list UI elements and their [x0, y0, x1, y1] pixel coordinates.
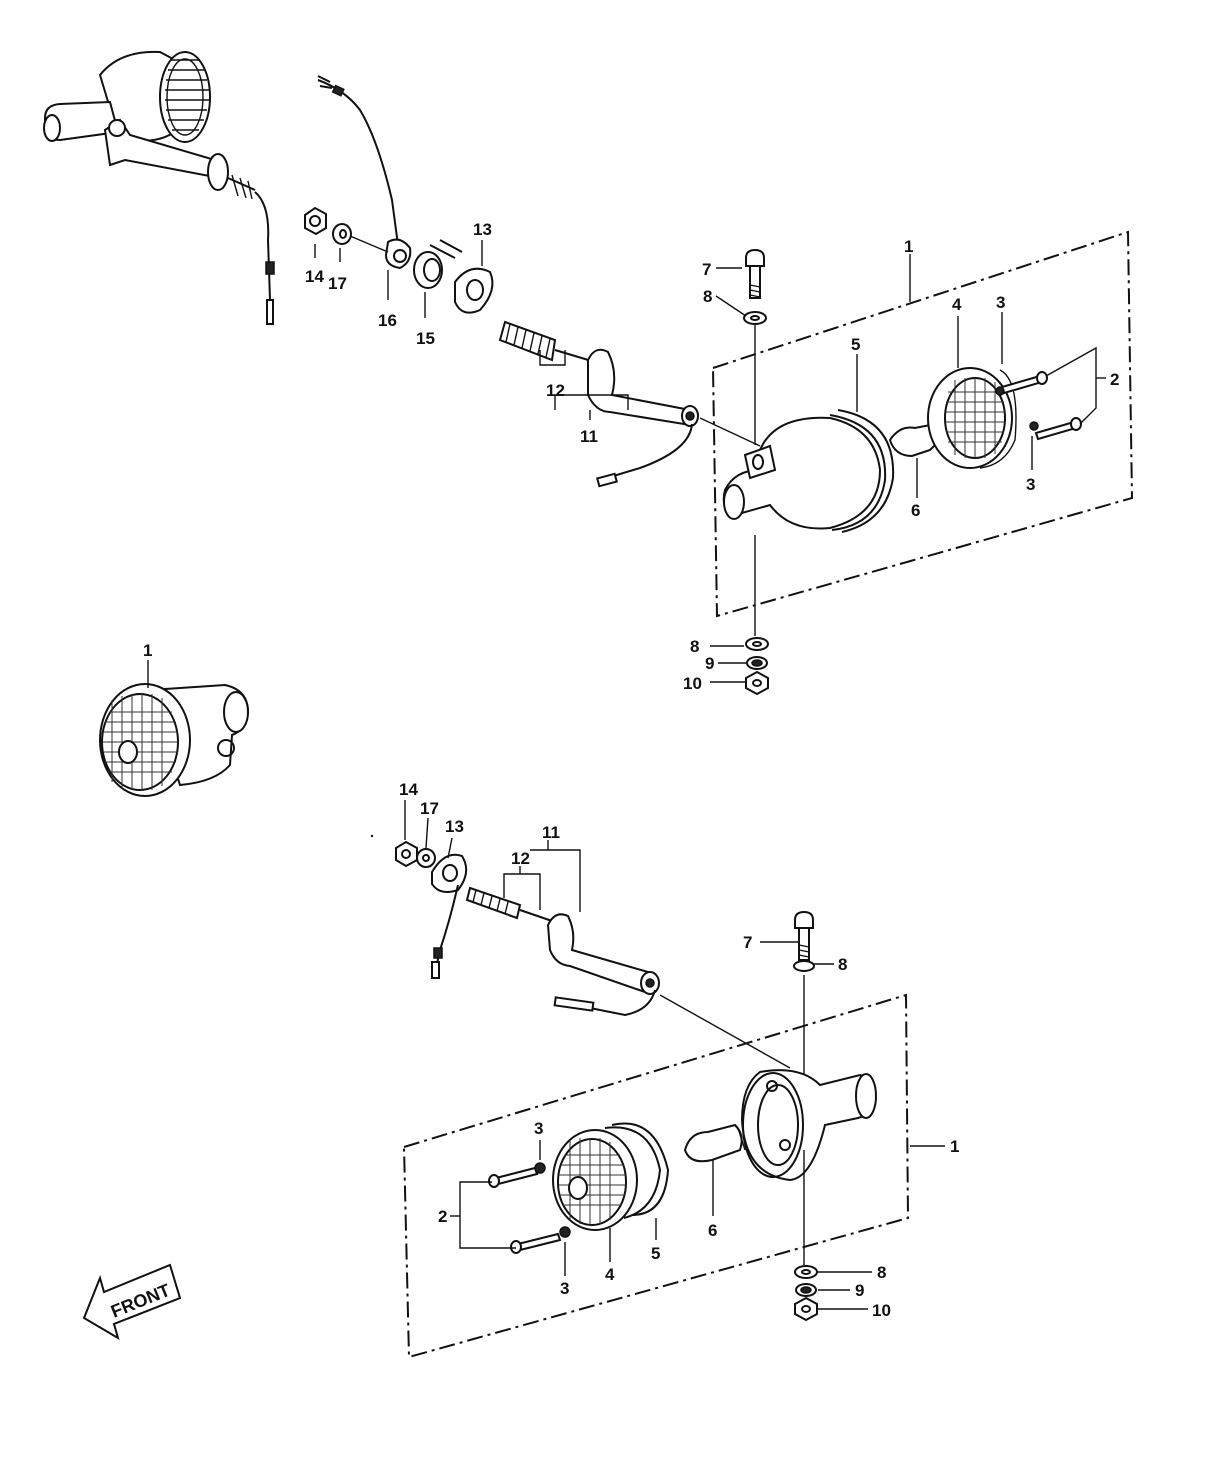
- nut-icon: [395, 840, 418, 868]
- callout-4: 4: [605, 1265, 615, 1284]
- callout-3: 3: [996, 293, 1005, 312]
- callout-16: 16: [378, 311, 397, 330]
- callout-3: 3: [534, 1119, 543, 1138]
- callout-13: 13: [445, 817, 464, 836]
- callout-9: 9: [855, 1281, 864, 1300]
- callout-8: 8: [690, 637, 699, 656]
- complete-turn-signal-illustration: 1: [99, 641, 250, 797]
- nut-icon: [304, 206, 327, 236]
- callout-1: 1: [904, 237, 913, 256]
- nut-icon: [794, 1296, 818, 1322]
- upper-wire-hardware: [304, 75, 761, 488]
- callout-5: 5: [851, 335, 860, 354]
- callout-8: 8: [877, 1263, 886, 1282]
- callout-5: 5: [651, 1244, 660, 1263]
- callout-2: 2: [1110, 370, 1119, 389]
- upper-assembly-box: [711, 230, 1134, 696]
- lower-leader-lines: [404, 800, 945, 1310]
- washer-icon: [416, 848, 436, 868]
- callout-7: 7: [702, 260, 711, 279]
- bolt-icon: [745, 248, 765, 267]
- callout-14: 14: [305, 267, 324, 286]
- callout-17: 17: [420, 799, 439, 818]
- callout-6: 6: [708, 1221, 717, 1240]
- callout-1: 1: [143, 641, 152, 660]
- lower-callouts: 1 2 3 3 4 5 6 7 8 8 9 10 11 12 13 14 17: [399, 780, 959, 1320]
- callout-8: 8: [703, 287, 712, 306]
- callout-4: 4: [952, 295, 962, 314]
- callout-1: 1: [950, 1137, 959, 1156]
- callout-17: 17: [328, 274, 347, 293]
- callout-3: 3: [1026, 475, 1035, 494]
- callout-11: 11: [542, 823, 560, 842]
- callout-2: 2: [438, 1207, 447, 1226]
- callout-10: 10: [683, 674, 702, 693]
- bolt-icon: [794, 910, 814, 929]
- nut-icon: [745, 670, 769, 696]
- callout-12: 12: [546, 381, 565, 400]
- front-direction-arrow: FRONT: [82, 1263, 182, 1341]
- lower-wire-hardware: [395, 840, 791, 1069]
- callout-7: 7: [743, 933, 752, 952]
- callout-15: 15: [416, 329, 435, 348]
- screw-icon: [494, 1166, 539, 1186]
- callout-10: 10: [872, 1301, 891, 1320]
- washer-icon: [793, 960, 815, 972]
- callout-11: 11: [580, 427, 598, 446]
- washer-icon: [332, 223, 352, 245]
- callout-12: 12: [511, 849, 530, 868]
- callout-13: 13: [473, 220, 492, 239]
- callout-8: 8: [838, 955, 847, 974]
- upper-leader-lines: [314, 235, 1106, 683]
- callout-9: 9: [705, 654, 714, 673]
- washer-icon: [743, 311, 767, 325]
- mounted-turn-signal-illustration: [43, 50, 275, 325]
- callout-14: 14: [399, 780, 418, 799]
- lower-assembly-box: [402, 910, 910, 1359]
- upper-callouts: 1 2 3 3 4 5 6 7 8 8 9 10 11 12 13 14 15 …: [305, 220, 1119, 693]
- callout-3: 3: [560, 1279, 569, 1298]
- callout-6: 6: [911, 501, 920, 520]
- bulb-icon: [683, 1123, 743, 1163]
